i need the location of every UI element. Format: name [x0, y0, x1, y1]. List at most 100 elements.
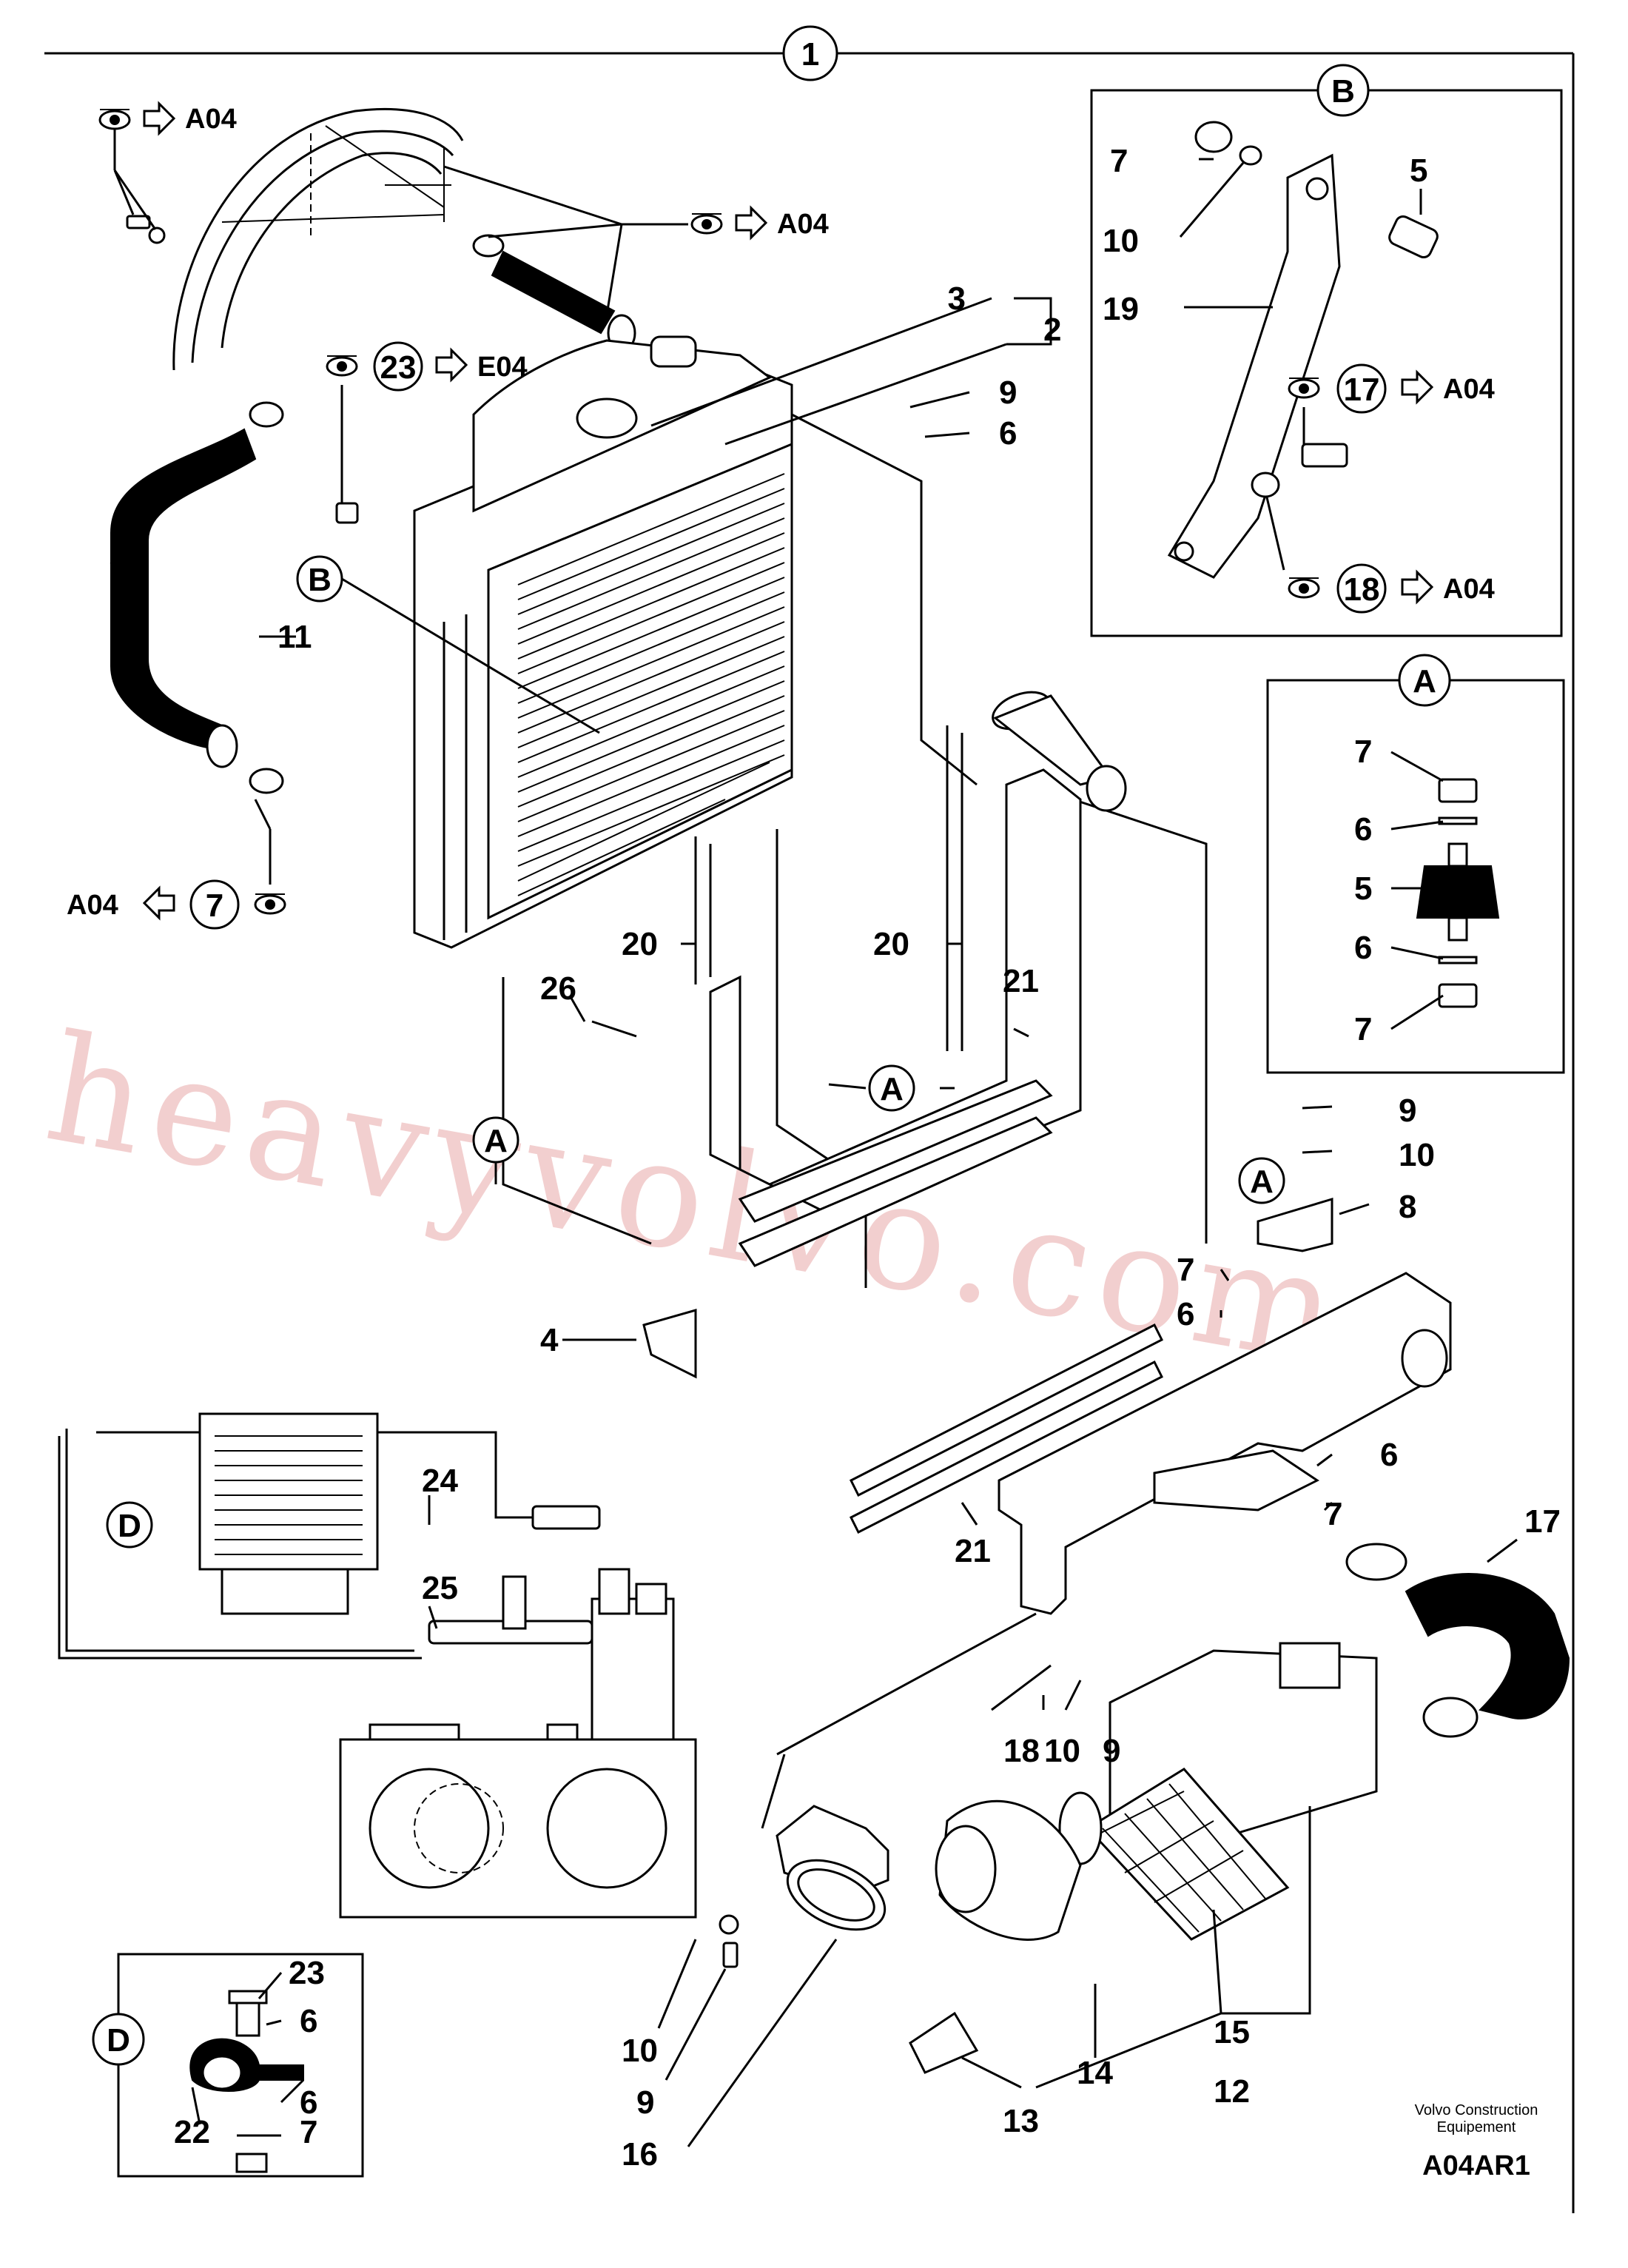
- callout-10a: 10: [1399, 1137, 1435, 1173]
- publisher-line-1: Volvo Construction: [1415, 2102, 1538, 2118]
- svg-text:1: 1: [801, 36, 819, 73]
- svg-text:A04: A04: [777, 209, 829, 240]
- callout-6b: 6: [1177, 1296, 1194, 1332]
- svg-text:A: A: [1250, 1164, 1274, 1200]
- svg-text:A04: A04: [67, 890, 118, 921]
- eye-icon: [254, 893, 286, 915]
- marker-b-main: B: [296, 555, 600, 734]
- arrow-right-icon: [1401, 369, 1434, 405]
- publisher-line-2: Equipement: [1437, 2119, 1516, 2136]
- svg-text:17: 17: [1344, 372, 1380, 408]
- view-ref-3: 23 E04: [326, 341, 528, 524]
- svg-text:7: 7: [206, 888, 223, 924]
- callout-17: 17: [1524, 1503, 1561, 1540]
- callout-16: 16: [622, 2136, 658, 2173]
- svg-text:7: 7: [1354, 734, 1372, 770]
- hose-17: [1345, 1543, 1570, 1738]
- callout-21b: 21: [955, 1533, 991, 1569]
- marker-a-main-2: A: [472, 1116, 519, 1164]
- svg-text:B: B: [308, 562, 332, 598]
- callout-12: 12: [1214, 2073, 1250, 2110]
- arrow-right-icon: [435, 347, 468, 383]
- marker-d-main: D: [106, 1501, 153, 1549]
- callout-3: 3: [948, 281, 966, 317]
- callout-7a: 7: [1177, 1252, 1194, 1288]
- svg-text:A04: A04: [1443, 574, 1495, 605]
- small-bolt: [126, 215, 166, 244]
- eye-icon: [690, 213, 723, 235]
- callout-24: 24: [422, 1463, 458, 1499]
- callout-9c: 9: [1103, 1733, 1120, 1769]
- svg-text:A: A: [484, 1123, 508, 1159]
- valve-block: [339, 1568, 697, 1919]
- svg-text:5: 5: [1354, 870, 1372, 907]
- callout-10c: 10: [622, 2033, 658, 2069]
- callout-25: 25: [422, 1570, 458, 1606]
- svg-text:E04: E04: [477, 352, 528, 383]
- detail-d-labels: 23 6 6 22 7: [174, 1955, 325, 2150]
- eye-icon: [98, 109, 131, 130]
- svg-text:23: 23: [380, 349, 417, 386]
- svg-text:B: B: [1331, 73, 1355, 110]
- arrow-right-icon: [1401, 569, 1434, 605]
- leaders: [110, 158, 1518, 2147]
- detail-b-marker: B: [1316, 64, 1370, 117]
- svg-text:6: 6: [1354, 930, 1372, 966]
- drawing-code: A04AR1: [1422, 2150, 1530, 2181]
- eye-icon: [1288, 577, 1320, 599]
- callout-9b: 9: [1399, 1093, 1416, 1129]
- view-ref-2: A04: [443, 165, 829, 315]
- arrow-left-icon: [142, 885, 175, 921]
- svg-text:7: 7: [1354, 1011, 1372, 1047]
- detail-b-labels: 7 10 19 5: [1103, 143, 1427, 327]
- svg-text:18: 18: [1344, 571, 1380, 608]
- detail-b: [1090, 89, 1563, 637]
- oil-cooler: [58, 1412, 601, 1660]
- eye-icon: [1288, 378, 1320, 399]
- marker-a-main-1: A: [868, 1064, 915, 1112]
- arrow-right-icon: [735, 205, 768, 241]
- frame: [44, 52, 1575, 2213]
- radiator: [413, 335, 793, 949]
- stay-19: [1167, 153, 1341, 579]
- view-ref-4: A04 7: [67, 799, 286, 930]
- view-ref-1: A04: [98, 101, 237, 230]
- callout-6c: 6: [1380, 1437, 1398, 1473]
- svg-text:A: A: [880, 1071, 904, 1107]
- callout-20a: 20: [622, 926, 658, 962]
- upper-hose: [472, 234, 636, 352]
- callout-6: 6: [999, 415, 1017, 452]
- fan-shroud: [172, 107, 464, 371]
- air-filter: [909, 1642, 1378, 2074]
- callout-labels: 3 2 9 6 11 20 20 21 26 4 9 10 8 7 6 6 7 …: [278, 281, 1561, 2173]
- svg-text:7: 7: [1110, 143, 1128, 179]
- detail-d-marker: D: [92, 2013, 145, 2066]
- main-ref-badge: 1: [782, 25, 838, 81]
- callout-4: 4: [540, 1322, 559, 1358]
- detail-a-marker: A: [1398, 654, 1451, 707]
- callout-7b: 7: [1325, 1496, 1342, 1532]
- callout-18: 18: [1003, 1733, 1040, 1769]
- svg-text:23: 23: [289, 1955, 325, 1991]
- callout-9: 9: [999, 375, 1017, 411]
- svg-text:22: 22: [174, 2114, 210, 2150]
- svg-text:19: 19: [1103, 291, 1139, 327]
- detail-d: [117, 1953, 364, 2178]
- callout-20b: 20: [873, 926, 909, 962]
- detail-a-labels: 7 6 5 6 7: [1354, 734, 1372, 1047]
- view-ref-6: 18 A04: [1265, 497, 1495, 614]
- svg-text:7: 7: [300, 2114, 317, 2150]
- publisher-block: Volvo Construction Equipement A04AR1: [1415, 2102, 1538, 2181]
- bracket-8: [1257, 1197, 1333, 1252]
- svg-text:6: 6: [300, 2003, 317, 2039]
- eye-icon: [326, 355, 358, 377]
- callout-11: 11: [278, 619, 312, 655]
- dust-valve: [909, 2011, 979, 2074]
- callout-14: 14: [1077, 2055, 1113, 2091]
- view-ref-5: 17 A04: [1288, 363, 1495, 444]
- detail-a: [1266, 679, 1565, 1074]
- radiator-core: [517, 473, 785, 896]
- radiator-frame: [502, 413, 1208, 1379]
- marker-a-main-3: A: [1238, 1157, 1285, 1204]
